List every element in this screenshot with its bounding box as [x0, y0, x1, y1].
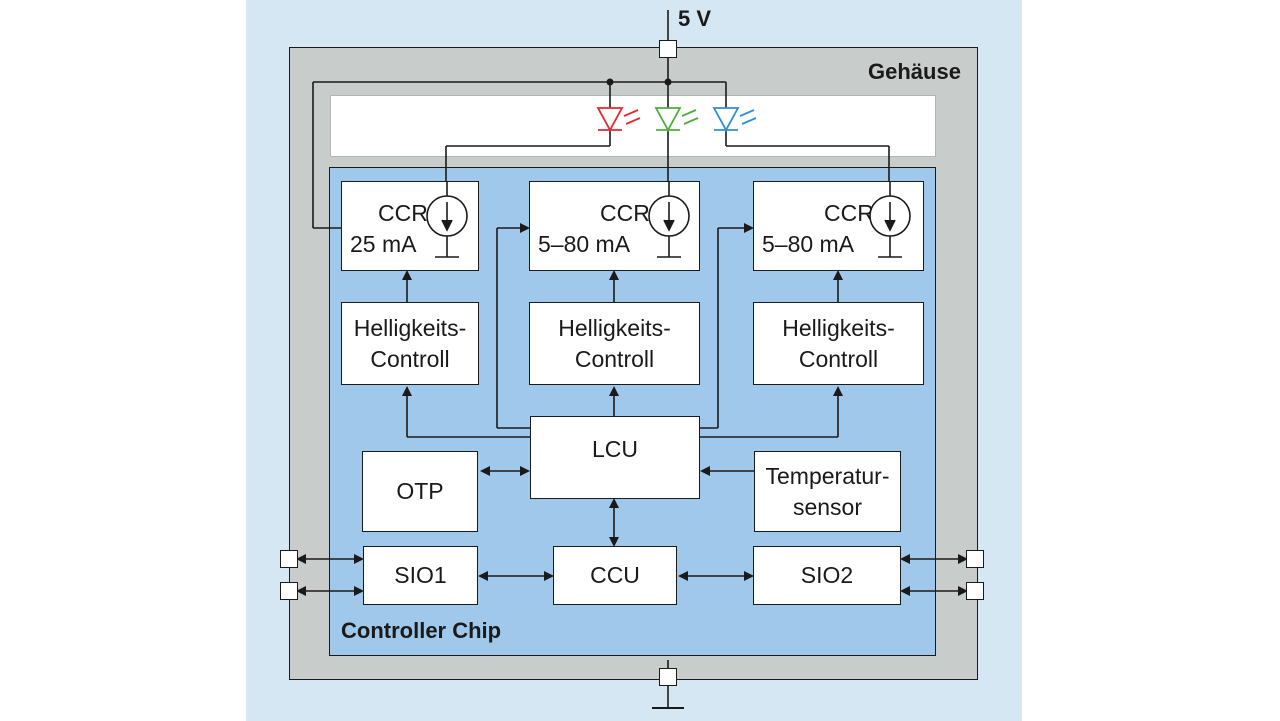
lcu-label: LCU: [591, 436, 638, 462]
ccr-current: 5–80 mA: [762, 231, 855, 257]
ccr-name: CCR: [378, 200, 428, 226]
left-pin-1: [280, 550, 298, 568]
brightness-control-3: Helligkeits- Controll: [753, 302, 924, 385]
supply-label: 5 V: [678, 6, 712, 31]
brightness-label-line2: Controll: [370, 345, 450, 372]
temperature-sensor-block: Temperatur- sensor: [754, 451, 901, 532]
ccu-label: CCU: [590, 562, 640, 588]
ccr-box-3: CCR 5–80 mA: [753, 181, 924, 271]
lcu-block: LCU: [530, 416, 700, 499]
brightness-label-line1: Helligkeits-: [353, 314, 467, 341]
ccr-current: 5–80 mA: [538, 231, 631, 257]
sio2-block: SIO2: [753, 546, 901, 605]
sio2-label: SIO2: [800, 562, 854, 588]
current-source-icon: [426, 182, 468, 258]
ground-pad: [659, 668, 677, 686]
brightness-label-line1: Helligkeits-: [782, 314, 895, 341]
otp-block: OTP: [362, 451, 478, 532]
ccr-box-2: CCR 5–80 mA: [529, 181, 700, 271]
brightness-control-1: Helligkeits- Controll: [341, 302, 479, 385]
ccr-name: CCR: [824, 200, 874, 226]
ccu-block: CCU: [553, 546, 677, 605]
led-blue-icon: [712, 107, 757, 132]
brightness-label-line2: Controll: [798, 345, 879, 372]
sio1-label: SIO1: [394, 562, 447, 588]
otp-label: OTP: [396, 478, 444, 504]
ccr-name: CCR: [600, 200, 650, 226]
current-source-icon: [648, 182, 690, 258]
current-source-icon: [869, 182, 911, 258]
temperature-label-line1: Temperatur-: [765, 462, 890, 489]
controller-chip-label: Controller Chip: [341, 618, 502, 643]
sio1-block: SIO1: [363, 546, 478, 605]
housing-label: Gehäuse: [868, 59, 961, 84]
right-pin-1: [966, 550, 984, 568]
supply-pad: [659, 40, 677, 58]
ccr-box-1: CCR 25 mA: [341, 181, 479, 271]
brightness-control-2: Helligkeits- Controll: [529, 302, 700, 385]
brightness-label-line2: Controll: [574, 345, 655, 372]
temperature-label-line2: sensor: [792, 493, 863, 520]
brightness-label-line1: Helligkeits-: [558, 314, 671, 341]
led-red-icon: [596, 107, 641, 132]
ccr-current: 25 mA: [350, 231, 417, 257]
right-pin-2: [966, 582, 984, 600]
led-green-icon: [654, 107, 699, 132]
left-pin-2: [280, 582, 298, 600]
